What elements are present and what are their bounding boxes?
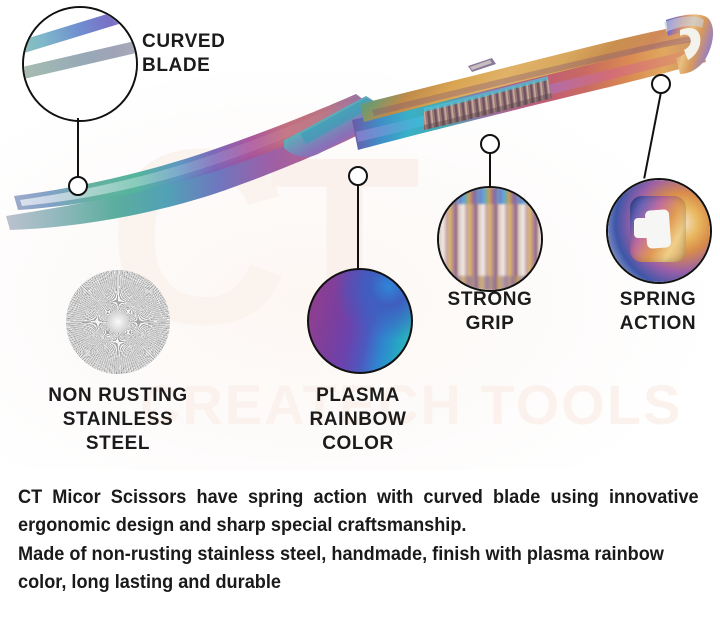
- callout-label-non-rusting-stainless-steel: NON RUSTING STAINLESS STEEL: [48, 385, 188, 454]
- plasma-leader-line: [357, 184, 359, 270]
- curved-blade-magnifier: [22, 6, 138, 122]
- spring-action-magnifier: [606, 178, 712, 284]
- spring-action-magnifier-content: [608, 180, 710, 282]
- strong-grip-leader-line: [489, 152, 491, 188]
- description-paragraph-2: Made of non-rusting stainless steel, han…: [18, 543, 664, 594]
- brushed-steel-swatch: [66, 270, 170, 374]
- curved-blade-leader-dot: [68, 176, 88, 196]
- spring-action-leader-dot: [651, 74, 671, 94]
- callout-label-curved-blade: CURVED BLADE: [142, 31, 226, 76]
- spring-bend-shape: [630, 196, 686, 262]
- description-paragraph-1: CT Micor Scissors have spring action wit…: [18, 486, 699, 536]
- curved-blade-leader-line: [77, 118, 79, 186]
- watermark-text: CREATECH TOOLS: [140, 373, 683, 436]
- illustration-panel: C T CREATECH TOOLS: [0, 0, 720, 470]
- callout-label-strong-grip: STRONG GRIP: [447, 289, 533, 334]
- steel-swatch-center: [107, 311, 129, 333]
- callout-label-spring-action: SPRING ACTION: [619, 289, 697, 334]
- plasma-rainbow-swatch: [307, 268, 413, 374]
- spring-notch-secondary: [634, 218, 650, 238]
- grip-bottom-band: [439, 276, 541, 290]
- curved-blade-magnifier-content: [24, 8, 136, 120]
- spring-action-leader-line: [643, 91, 662, 179]
- strong-grip-leader-dot: [480, 134, 500, 154]
- callout-label-plasma-rainbow-color: PLASMA RAINBOW COLOR: [309, 385, 407, 454]
- description-panel: CT Micor Scissors have spring action wit…: [0, 470, 720, 624]
- grip-top-band: [439, 188, 541, 204]
- strong-grip-magnifier-content: [439, 188, 541, 290]
- strong-grip-magnifier: [437, 186, 543, 292]
- plasma-leader-dot: [348, 166, 368, 186]
